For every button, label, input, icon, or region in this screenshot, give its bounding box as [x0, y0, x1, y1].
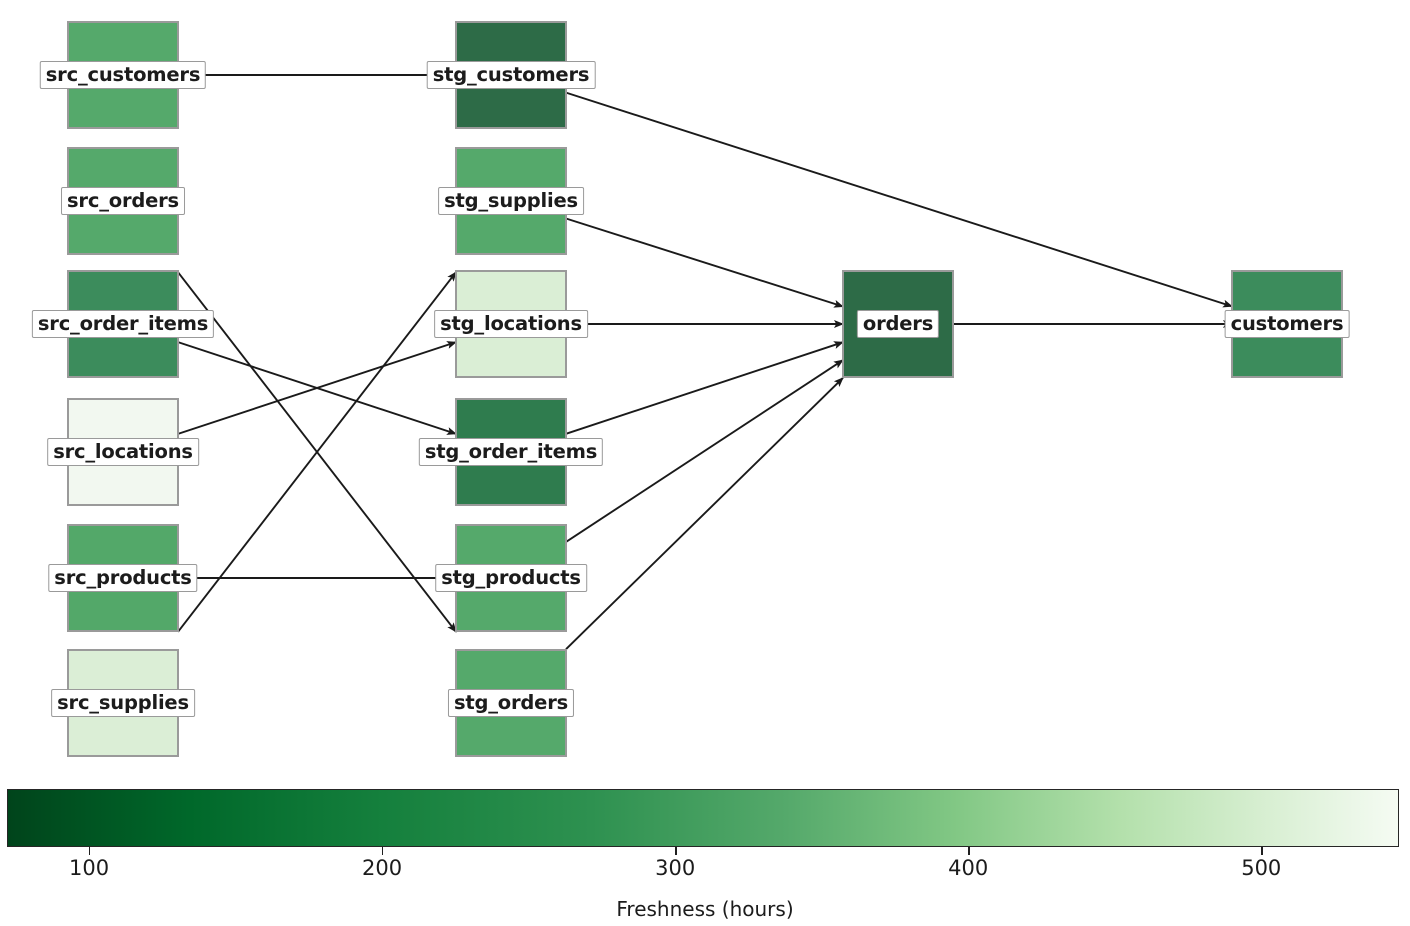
nodes-layer	[67, 21, 1343, 757]
edge-stg_order_items-to-orders	[565, 341, 844, 435]
colorbar-ticklabel-500: 500	[1241, 856, 1282, 880]
colorbar-ticklabel-100: 100	[69, 856, 110, 880]
node-label-customers[interactable]: customers	[1224, 309, 1350, 339]
node-label-src_locations[interactable]: src_locations	[47, 437, 199, 467]
colorbar-gradient	[7, 789, 1399, 847]
node-label-src_order_items[interactable]: src_order_items	[31, 309, 215, 339]
node-label-stg_locations[interactable]: stg_locations	[434, 309, 588, 339]
edge-src_locations-to-stg_locations	[177, 341, 457, 435]
node-label-src_customers[interactable]: src_customers	[39, 60, 207, 90]
node-label-stg_order_items[interactable]: stg_order_items	[418, 437, 604, 467]
colorbar-tick-500	[1261, 847, 1263, 855]
colorbar-ticklabel-200: 200	[362, 856, 403, 880]
colorbar-tick-400	[968, 847, 970, 855]
freshness-colorbar: 100 200 300 400 500	[7, 789, 1399, 880]
node-label-src_products[interactable]: src_products	[48, 563, 198, 593]
colorbar-ticklabel-300: 300	[655, 856, 696, 880]
colorbar-tick-100	[89, 847, 91, 855]
node-label-src_supplies[interactable]: src_supplies	[51, 688, 195, 718]
node-label-src_orders[interactable]: src_orders	[61, 186, 185, 216]
edge-stg_orders-to-orders	[565, 377, 844, 650]
node-label-stg_supplies[interactable]: stg_supplies	[438, 186, 584, 216]
colorbar-ticklabel-400: 400	[948, 856, 989, 880]
edge-stg_customers-to-customers	[565, 91, 1233, 308]
colorbar-tick-300	[675, 847, 677, 855]
edges-layer	[177, 74, 1233, 650]
edge-stg_supplies-to-orders	[565, 217, 844, 308]
colorbar-tick-200	[382, 847, 384, 855]
node-label-stg_products[interactable]: stg_products	[435, 563, 587, 593]
colorbar-axis-label: Freshness (hours)	[616, 897, 794, 921]
node-label-stg_customers[interactable]: stg_customers	[426, 60, 596, 90]
edge-stg_products-to-orders	[565, 359, 844, 543]
node-label-stg_orders[interactable]: stg_orders	[447, 688, 575, 718]
edge-src_supplies-to-stg_supplies	[177, 271, 457, 633]
node-label-orders[interactable]: orders	[856, 309, 940, 339]
